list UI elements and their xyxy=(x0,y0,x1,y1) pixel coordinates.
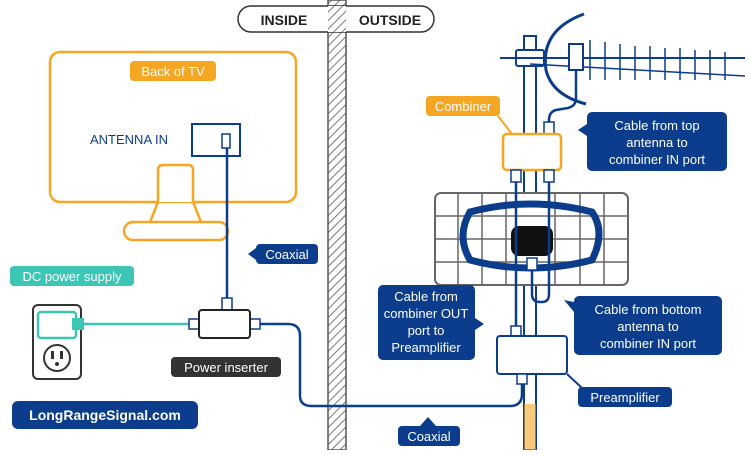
dc-power-supply-tag xyxy=(10,266,134,286)
power-inserter-label: Power inserter xyxy=(184,360,268,375)
tv-label: Back of TV xyxy=(141,64,205,79)
combiner-label: Combiner xyxy=(435,99,492,114)
yagi-reflector xyxy=(543,12,587,106)
preamplifier-label: Preamplifier xyxy=(590,390,660,405)
cable-top-antenna-to-combiner xyxy=(547,70,578,134)
grid-antenna-hub xyxy=(511,226,553,256)
coaxial-tag-bottom: Coaxial xyxy=(398,417,460,446)
coaxial-tag-top: Coaxial xyxy=(248,244,318,264)
callout-top-antenna-line1: Cable from top xyxy=(614,118,699,133)
tv-stand xyxy=(156,163,195,202)
preamplifier: Preamplifier xyxy=(496,335,672,407)
tv-label-tag xyxy=(130,61,216,81)
callout-bottom-antenna-line2: antenna to xyxy=(617,319,678,334)
brand-name: LongRangeSignal.com xyxy=(29,407,181,423)
callout-combiner-out-line3: port to xyxy=(408,323,445,338)
antenna-in-port xyxy=(191,123,241,157)
inside-outside-header: INSIDE OUTSIDE xyxy=(237,5,435,33)
antenna-in-connector xyxy=(221,133,231,149)
dc-power-supply: DC power supply xyxy=(10,266,134,380)
callout-combiner-out-line2: combiner OUT xyxy=(384,306,469,321)
coaxial-label-bottom: Coaxial xyxy=(407,429,450,444)
power-inserter-body xyxy=(198,309,251,339)
coaxial-label-top: Coaxial xyxy=(265,247,308,262)
grid-antenna-bowtie xyxy=(459,200,603,272)
cable-bottom-antenna-to-combiner xyxy=(530,182,551,304)
callout-top-antenna-line3: combiner IN port xyxy=(609,152,705,167)
mast-base xyxy=(524,404,536,450)
callout-top-antenna: Cable from top antenna to combiner IN po… xyxy=(578,112,727,171)
brand-badge: LongRangeSignal.com xyxy=(12,401,198,429)
preamplifier-body xyxy=(496,335,568,375)
callout-top-antenna-line2: antenna to xyxy=(626,135,687,150)
bottom-grid-antenna xyxy=(434,192,629,286)
tv-base xyxy=(122,220,230,242)
callout-bottom-antenna-line1: Cable from bottom xyxy=(595,302,702,317)
combiner-body xyxy=(501,132,563,172)
combiner: Combiner xyxy=(426,96,563,183)
callout-combiner-out-line1: Cable from xyxy=(394,289,458,304)
coax-inserter-to-preamp xyxy=(258,322,524,408)
wall xyxy=(327,0,347,451)
inside-label: INSIDE xyxy=(261,12,308,28)
tv: Back of TV ANTENNA IN xyxy=(48,50,298,242)
callout-bottom-antenna: Cable from bottom antenna to combiner IN… xyxy=(564,296,722,355)
callout-combiner-out-line4: Preamplifier xyxy=(391,340,461,355)
outside-label: OUTSIDE xyxy=(359,12,421,28)
yagi-balun xyxy=(568,43,584,71)
callout-combiner-out: Cable from combiner OUT port to Preampli… xyxy=(378,285,484,360)
preamplifier-tag xyxy=(578,387,672,407)
callout-bottom-antenna-line3: combiner IN port xyxy=(600,336,696,351)
power-adapter xyxy=(36,310,78,340)
power-inserter-tag xyxy=(171,357,281,377)
outlet-socket xyxy=(43,344,71,372)
dc-power-supply-label: DC power supply xyxy=(23,269,122,284)
power-inserter: Power inserter xyxy=(171,297,281,377)
combiner-tag xyxy=(426,96,500,116)
antenna-in-label: ANTENNA IN xyxy=(90,132,168,147)
top-yagi-antenna xyxy=(500,12,746,106)
